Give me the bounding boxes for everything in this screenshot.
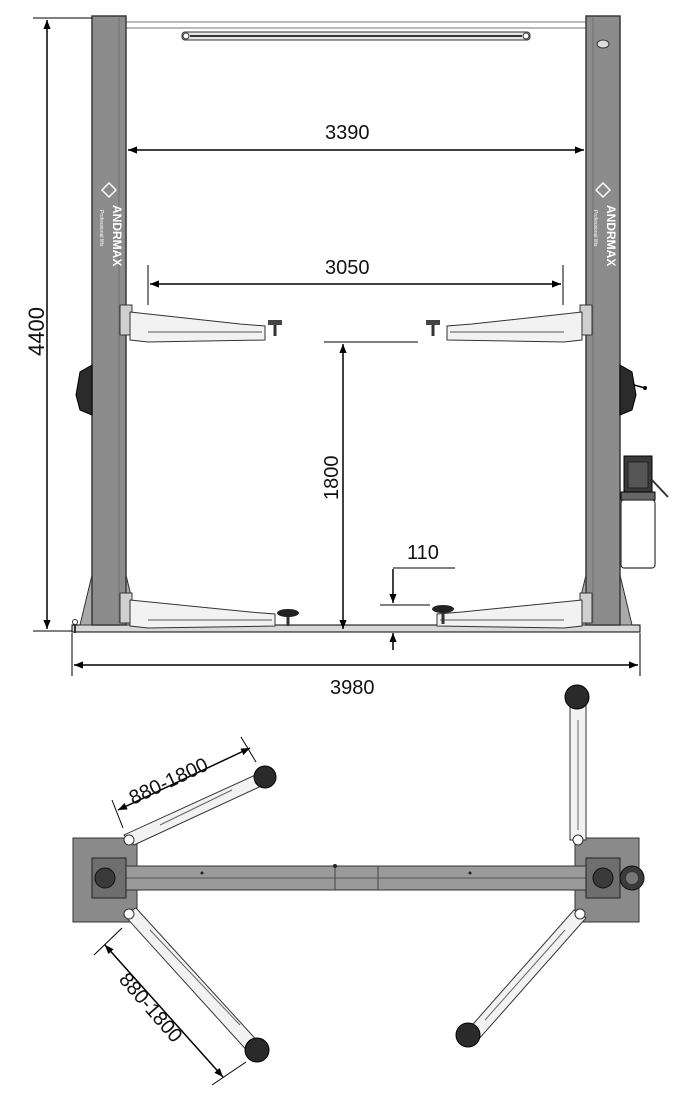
- dim-total-height: 4400: [24, 307, 49, 356]
- dim-arm-span: 3050: [325, 257, 370, 279]
- dim-arm-range-lower: 880-1800: [114, 969, 186, 1047]
- brand-name-right: ANDRMAX: [604, 205, 618, 266]
- brand-logo-right: ANDRMAX Professional lifts: [592, 181, 618, 266]
- dim-lift-height: 1800: [321, 456, 343, 501]
- dimension-110: 110: [380, 542, 455, 650]
- dim-min-pad-height: 110: [407, 542, 439, 564]
- front-view: ANDRMAX Professional lifts ANDRMAX Profe…: [71, 15, 669, 633]
- brand-tagline-left: Professional lifts: [98, 210, 104, 247]
- power-unit: [620, 455, 669, 569]
- arm-lower-left: [119, 592, 299, 629]
- oil-tank: [620, 499, 656, 569]
- safety-cover-right: [619, 364, 637, 416]
- dimension-3980: 3980: [71, 633, 641, 699]
- dimension-3050: 3050: [147, 257, 564, 305]
- dim-overall-width: 3980: [330, 677, 375, 699]
- top-view: 880-1800 880-1800: [72, 684, 645, 1086]
- brand-name-left: ANDRMAX: [110, 205, 124, 266]
- arm-upper-right: [426, 304, 593, 343]
- brand-logo-left: ANDRMAX Professional lifts: [98, 181, 124, 266]
- arm-upper-left: [119, 304, 282, 343]
- brand-tagline-right: Professional lifts: [592, 210, 598, 247]
- base-plate: [71, 624, 641, 633]
- top-arm-lower-right: [455, 908, 587, 1048]
- safety-cover-left: [75, 364, 93, 416]
- top-arm-upper-right: [564, 684, 590, 846]
- dimension-1800: 1800: [321, 341, 418, 629]
- arm-lower-right: [432, 592, 593, 629]
- dim-inner-width: 3390: [325, 122, 370, 144]
- dimension-3390: 3390: [128, 122, 584, 154]
- dimension-4400: 4400: [24, 17, 92, 632]
- overhead-beam: [125, 21, 588, 41]
